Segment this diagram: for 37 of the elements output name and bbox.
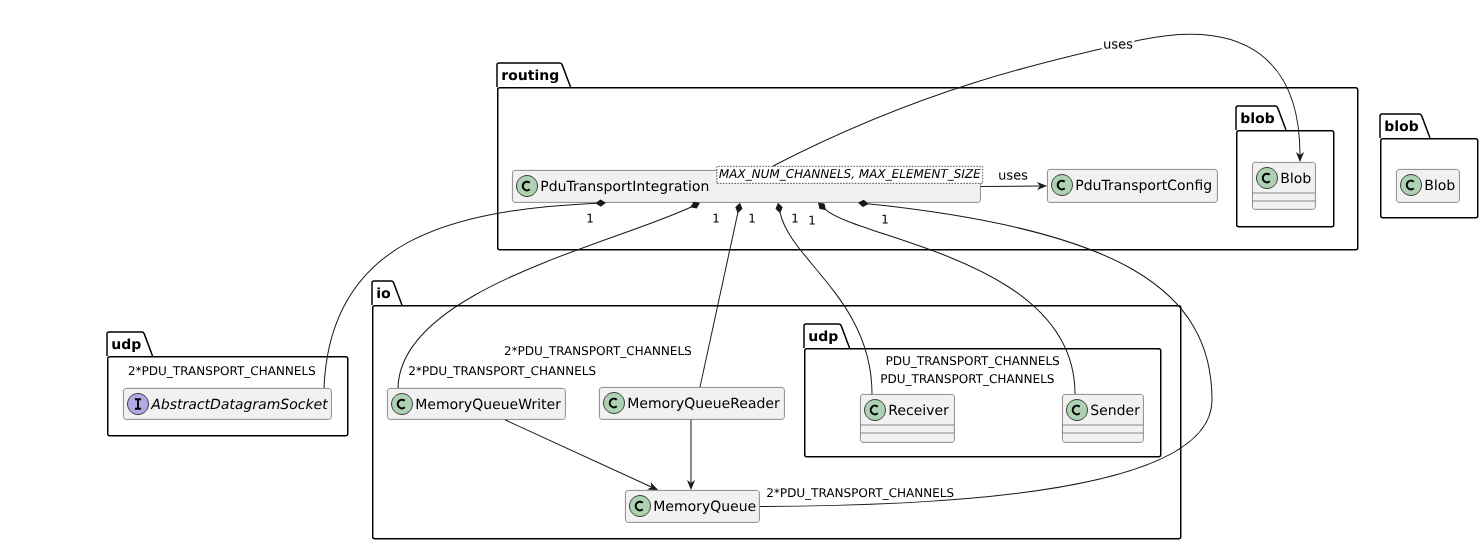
composition-line (397, 201, 700, 389)
arrow (772, 33, 1304, 167)
composition-line (775, 203, 873, 395)
node-label: udp (809, 330, 838, 344)
multiplicity-label: 2*PDU_TRANSPORT_CHANNELS (767, 488, 954, 500)
multiplicity-label: 2*PDU_TRANSPORT_CHANNELS (409, 366, 596, 378)
node-label: udp (112, 338, 141, 352)
class-box: MemoryQueue (625, 490, 760, 523)
multiplicity-label: 1 (809, 215, 815, 225)
class-box: MemoryQueueWriter (387, 388, 566, 420)
arrow (980, 182, 1047, 190)
template-box: MAX_NUM_CHANNELS, MAX_ELEMENT_SIZE (716, 166, 983, 184)
multiplicity-label: 1 (882, 214, 888, 224)
node-label: io (377, 287, 391, 299)
class-box: MemoryQueueReader (599, 387, 785, 420)
multiplicity-label: 1 (749, 213, 755, 223)
node-label: routing (502, 69, 559, 84)
multiplicity-label: 1 (792, 213, 798, 223)
multiplicity-label: 1 (587, 213, 593, 223)
multiplicity-label: 2*PDU_TRANSPORT_CHANNELS (504, 346, 692, 358)
class-box: Sender (1061, 394, 1144, 443)
composition-line (699, 203, 743, 388)
edge-label: uses (1101, 39, 1135, 51)
composition-line (759, 199, 1213, 507)
edge-label: uses (996, 170, 1030, 182)
class-box: PduTransportConfig (1047, 169, 1218, 203)
multiplicity-label: 2*PDU_TRANSPORT_CHANNELS (128, 366, 316, 378)
arrow (504, 419, 658, 490)
interface-box: AbstractDatagramSocket (123, 388, 332, 420)
arrow (687, 419, 695, 490)
composition-line (323, 199, 606, 389)
class-box: Receiver (859, 394, 955, 443)
composition-line (818, 202, 1076, 395)
node-label: blob (1241, 112, 1275, 124)
multiplicity-label: PDU_TRANSPORT_CHANNELS (886, 356, 1060, 368)
multiplicity-label: PDU_TRANSPORT_CHANNELS (881, 374, 1054, 386)
node-label: blob (1385, 120, 1419, 132)
